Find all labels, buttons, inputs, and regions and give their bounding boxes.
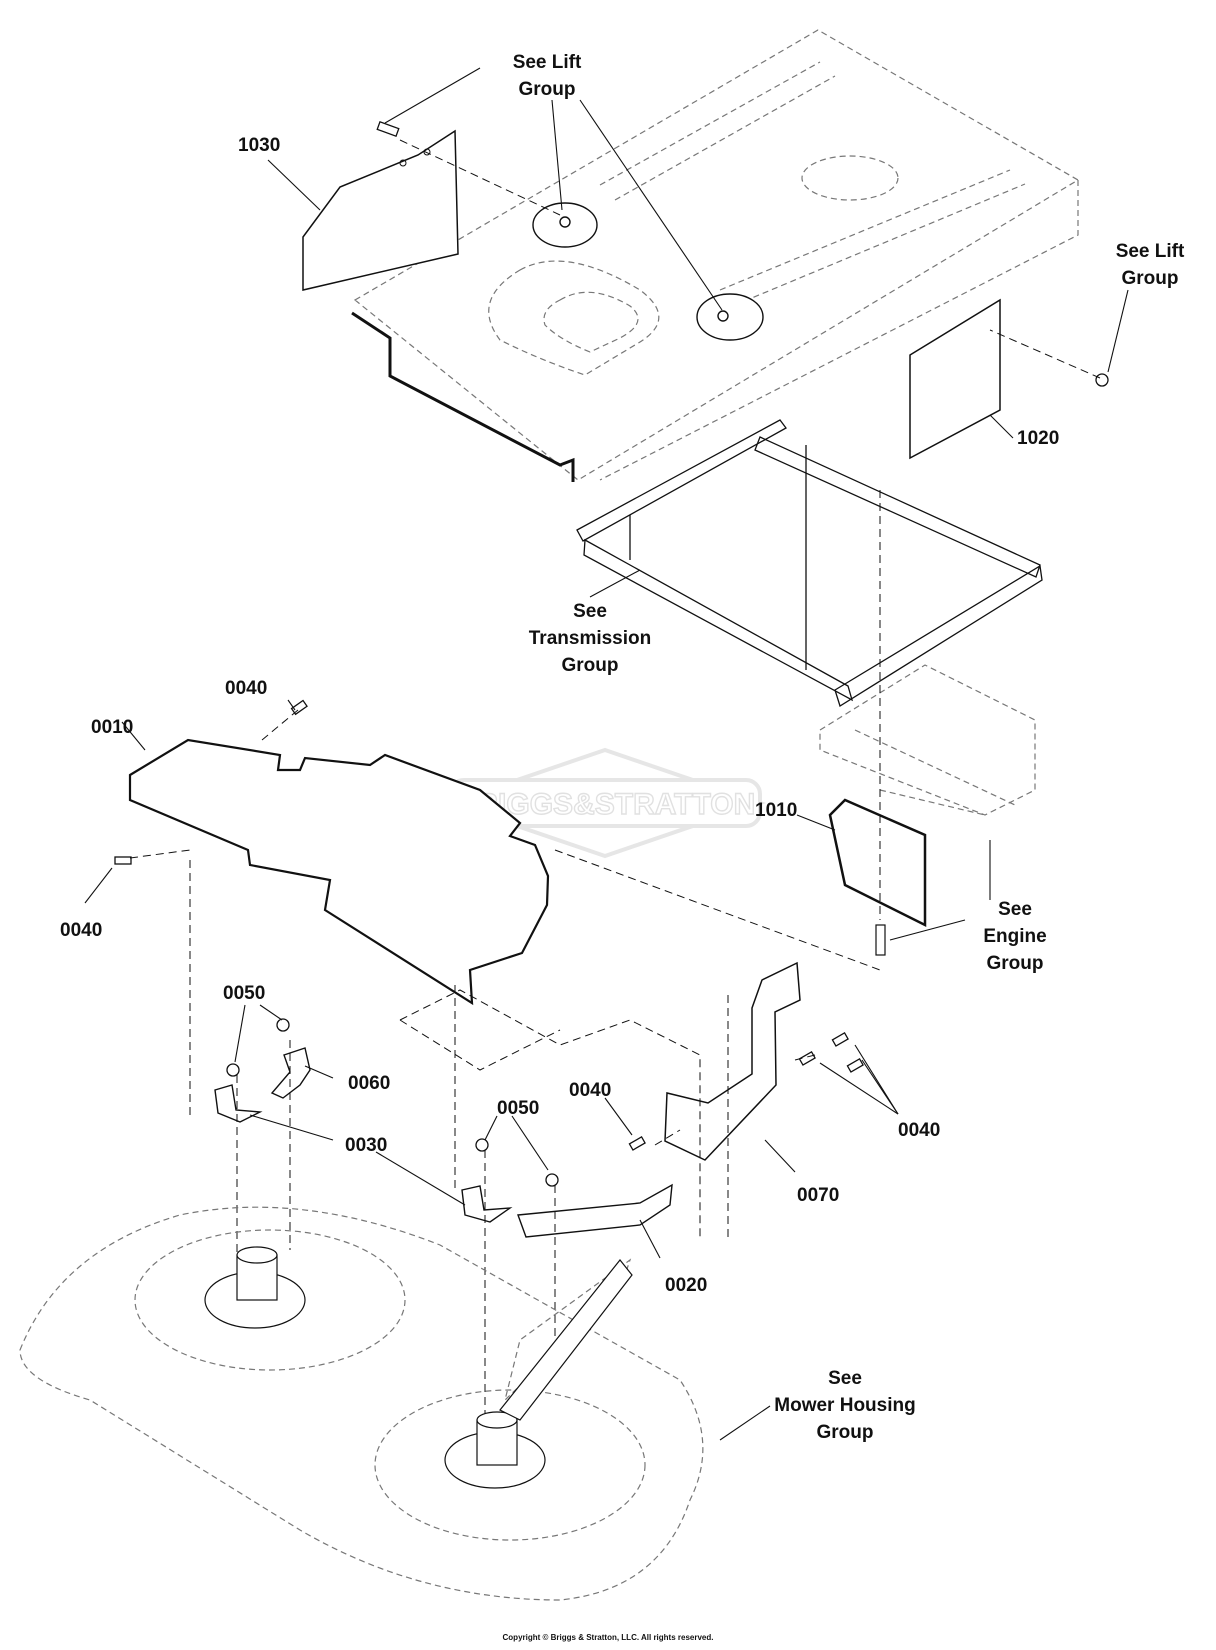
ref-line: Engine	[983, 926, 1047, 947]
part-1020-panel	[909, 298, 1001, 460]
part-number-1010: 1010	[755, 800, 798, 821]
ref-line: See	[573, 601, 607, 622]
part-number-1030: 1030	[238, 135, 281, 156]
mower-deck	[19, 1206, 704, 1601]
see-transmission-group-label: See Transmission Group	[520, 598, 660, 679]
part-number-0060: 0060	[348, 1073, 391, 1094]
part-number-0010: 0010	[91, 717, 134, 738]
ref-line: Group	[518, 79, 576, 100]
ref-line: See Lift	[512, 52, 582, 73]
part-0010-shield	[128, 738, 550, 1006]
assembly-lines	[129, 139, 1101, 1440]
blade-spindles	[204, 1246, 633, 1489]
ref-line: Group	[986, 953, 1044, 974]
lift-plates	[532, 202, 764, 341]
part-1010-bolt	[875, 924, 886, 956]
frame-edge	[351, 311, 575, 482]
part-0060-bracket	[270, 1047, 311, 1099]
ref-line: See	[828, 1368, 862, 1389]
part-number-0050-mid: 0050	[497, 1098, 540, 1119]
part-0030-bracket-mid	[461, 1185, 513, 1223]
part-number-0030: 0030	[345, 1135, 388, 1156]
part-number-0040-top: 0040	[225, 678, 268, 699]
ref-line: Transmission	[528, 628, 652, 649]
leader-lines	[84, 67, 1129, 1441]
part-number-0050-left: 0050	[223, 983, 266, 1004]
part-0070-deflector	[664, 961, 801, 1161]
see-lift-group-label-top: See Lift Group	[492, 49, 602, 103]
copyright-notice: Copyright © Briggs & Stratton, LLC. All …	[502, 1633, 714, 1642]
chassis-frame	[353, 29, 1080, 481]
part-0020-bracket	[517, 1183, 673, 1238]
transmission-frame	[576, 419, 1043, 707]
ref-line: See	[998, 899, 1032, 920]
ref-line: Group	[816, 1422, 874, 1443]
part-number-0020: 0020	[665, 1275, 708, 1296]
see-mower-housing-group-label: See Mower Housing Group	[760, 1365, 930, 1446]
part-1030-panel	[302, 129, 459, 291]
ref-line: Mower Housing	[774, 1395, 916, 1416]
ref-line: Group	[1121, 268, 1179, 289]
part-number-1020: 1020	[1017, 428, 1060, 449]
see-engine-group-label: See Engine Group	[960, 896, 1070, 977]
mower-bracket	[499, 1259, 633, 1421]
part-number-0040-right: 0040	[898, 1120, 941, 1141]
ref-line: See Lift	[1115, 241, 1185, 262]
engine-bracket	[819, 664, 1036, 816]
see-lift-group-label-right: See Lift Group	[1095, 238, 1205, 292]
part-0030-bracket-left	[214, 1084, 263, 1123]
part-number-0040-mid: 0040	[569, 1080, 612, 1101]
part-1010-plate	[828, 798, 927, 928]
small-brackets	[214, 1047, 673, 1238]
briggs-stratton-watermark: BRIGGS&STRATTON	[443, 747, 767, 859]
ref-line: Group	[561, 655, 619, 676]
part-number-0070: 0070	[797, 1185, 840, 1206]
part-number-0040-left: 0040	[60, 920, 103, 941]
fasteners	[114, 120, 1109, 1187]
